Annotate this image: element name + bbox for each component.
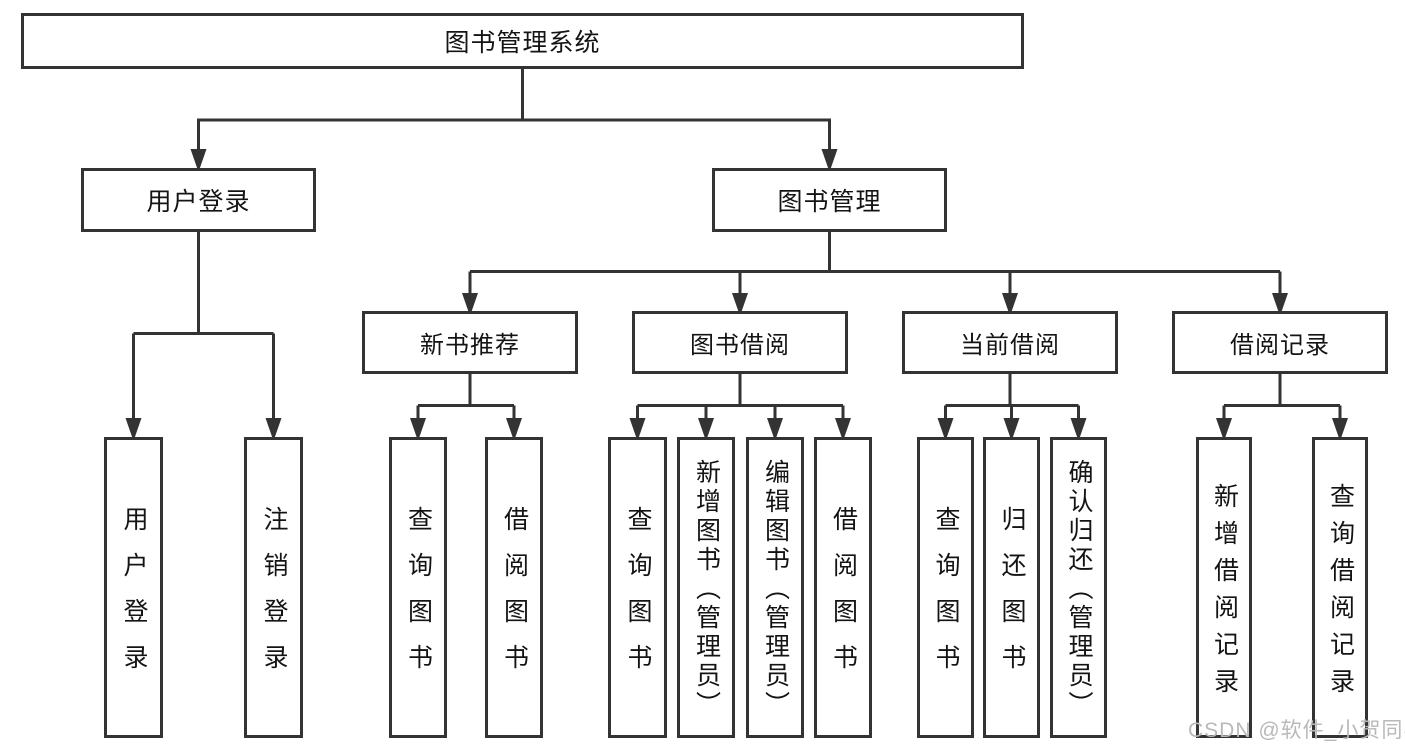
node-label: 归还图书 <box>998 506 1026 690</box>
node-leaf-add-borrow-record: 新增借阅记录 <box>1196 437 1252 738</box>
node-current-borrow: 当前借阅 <box>902 311 1118 374</box>
node-label: 用户登录 <box>120 506 148 690</box>
arrow-down-icon <box>767 418 783 441</box>
node-label: 借阅图书 <box>500 506 529 690</box>
connector-root-to-level2 <box>190 69 838 172</box>
connector-current-borrow-branch <box>937 374 1087 441</box>
node-leaf-query-book-3: 查询图书 <box>917 437 974 738</box>
node-book-borrow: 图书借阅 <box>632 311 848 374</box>
node-label: 新书推荐 <box>420 332 520 359</box>
arrow-down-icon <box>265 418 282 441</box>
node-label: 新增图书（管理员） <box>692 459 721 720</box>
arrow-down-icon <box>1216 418 1232 441</box>
node-new-book-recommend: 新书推荐 <box>362 311 578 374</box>
node-label: 查询图书 <box>932 506 960 690</box>
arrow-down-icon <box>1272 293 1288 316</box>
arrow-down-icon <box>410 418 426 441</box>
arrow-down-icon <box>732 293 748 316</box>
connector-new-book-branch <box>410 374 522 441</box>
arrow-down-icon <box>190 149 207 172</box>
node-borrow-record: 借阅记录 <box>1172 311 1388 374</box>
connector-borrow-record-branch <box>1216 374 1348 441</box>
connector-user-login-branch <box>125 232 282 441</box>
node-leaf-query-borrow-record: 查询借阅记录 <box>1312 437 1368 738</box>
arrow-down-icon <box>1003 418 1020 441</box>
node-label: 编辑图书（管理员） <box>761 459 790 720</box>
arrow-down-icon <box>462 293 478 316</box>
node-leaf-edit-book-admin: 编辑图书（管理员） <box>746 437 804 738</box>
node-label: 确认归还（管理员） <box>1065 459 1093 720</box>
node-label: 借阅图书 <box>829 506 858 690</box>
node-leaf-return-book: 归还图书 <box>983 437 1040 738</box>
node-leaf-query-book-2: 查询图书 <box>608 437 667 738</box>
node-user-login-module: 用户登录 <box>81 168 316 232</box>
node-leaf-user-login: 用户登录 <box>104 437 163 738</box>
node-leaf-confirm-return-admin: 确认归还（管理员） <box>1050 437 1107 738</box>
connector-book-borrow-branch <box>629 374 851 441</box>
arrow-down-icon <box>1002 293 1018 316</box>
arrow-down-icon <box>506 418 522 441</box>
arrow-down-icon <box>937 418 954 441</box>
node-label: 图书管理系统 <box>444 29 601 57</box>
node-label: 当前借阅 <box>960 332 1060 359</box>
watermark: CSDN @软件_小贺同学 <box>1188 719 1405 742</box>
arrow-down-icon <box>1332 418 1348 441</box>
arrow-down-icon <box>698 418 714 441</box>
arrow-down-icon <box>1070 418 1087 441</box>
node-label: 图书借阅 <box>690 332 790 359</box>
node-label: 用户登录 <box>146 188 251 216</box>
node-book-management-module: 图书管理 <box>712 168 947 232</box>
node-leaf-borrow-book-2: 借阅图书 <box>814 437 872 738</box>
node-label: 新增借阅记录 <box>1210 482 1239 705</box>
node-label: 查询借阅记录 <box>1326 482 1355 705</box>
node-leaf-logout: 注销登录 <box>244 437 303 738</box>
node-label: 注销登录 <box>260 506 288 690</box>
node-root-system: 图书管理系统 <box>21 13 1024 69</box>
node-label: 查询图书 <box>624 506 652 690</box>
node-label: 借阅记录 <box>1230 332 1330 359</box>
node-leaf-add-book-admin: 新增图书（管理员） <box>677 437 735 738</box>
arrow-down-icon <box>821 149 838 172</box>
arrow-down-icon <box>835 418 851 441</box>
arrow-down-icon <box>629 418 646 441</box>
node-leaf-query-book-1: 查询图书 <box>389 437 447 738</box>
node-leaf-borrow-book-1: 借阅图书 <box>485 437 543 738</box>
connector-book-management-branch <box>462 232 1288 316</box>
node-label: 图书管理 <box>777 188 882 216</box>
arrow-down-icon <box>125 418 142 441</box>
node-label: 查询图书 <box>404 506 433 690</box>
